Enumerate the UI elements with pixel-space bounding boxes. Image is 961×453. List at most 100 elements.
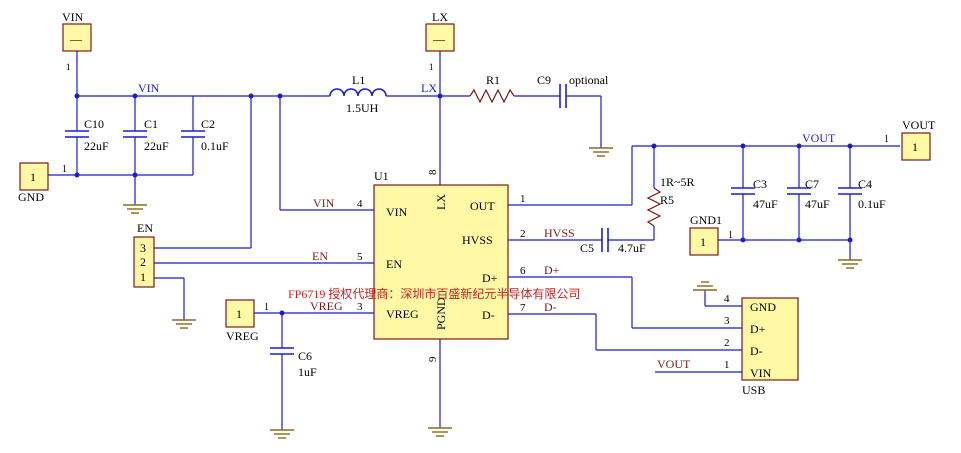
c9-value: optional [569, 73, 609, 87]
u1-pin-dp: D+ [482, 271, 498, 285]
u1-pin-vreg: VREG [386, 307, 419, 321]
c4-ref: C4 [858, 177, 872, 191]
vin-top-port-mark: — [69, 32, 83, 46]
u1-pin5-number: 5 [357, 251, 363, 263]
lx-top-port-label: LX [432, 10, 448, 24]
vin-top-port: VIN — 1 [62, 10, 92, 96]
usb-pin-gnd: GND [750, 300, 776, 314]
c5-value: 4.7uF [618, 241, 646, 255]
usb-pin2-number: 2 [724, 337, 730, 349]
resistor-r5: 1R~5R R5 [646, 146, 695, 236]
u1-pin-lx: LX [434, 194, 448, 210]
c10-value: 22uF [84, 139, 109, 153]
u1-pin4-number: 4 [357, 198, 363, 210]
vreg-port-label: VREG [226, 329, 259, 343]
vin-top-port-label: VIN [62, 10, 84, 24]
capacitor-c1: C1 22uF [123, 96, 169, 175]
u1-pin8-number: 8 [427, 169, 439, 175]
net-dplus-label: D+ [544, 263, 560, 277]
capacitor-c10: C10 22uF [65, 96, 109, 175]
c1-ref: C1 [144, 117, 158, 131]
net-vout-label: VOUT [802, 131, 836, 145]
gnd1-port-pin: 1 [728, 230, 733, 241]
u1-pin-pgnd: PGND [434, 297, 448, 330]
capacitor-c6: C6 1uF [270, 313, 317, 430]
u1-pin9-number: 9 [427, 356, 439, 362]
u1-pin-hvss: HVSS [462, 233, 493, 247]
svg-text:1: 1 [66, 62, 71, 72]
u1-pin-dm: D- [482, 308, 495, 322]
net-hvss-label: HVSS [544, 226, 575, 240]
vreg-port: 1 1 VREG [225, 299, 269, 343]
ground-symbol-icon [838, 259, 862, 269]
net-vin-u1-label: VIN [313, 196, 335, 210]
c3-value: 47uF [753, 197, 778, 211]
usb-pin-vin: VIN [750, 366, 772, 380]
gnd-port: 1 1 GND [18, 162, 67, 204]
c2-ref: C2 [201, 117, 215, 131]
gnd1-port-label: GND1 [690, 213, 722, 227]
c7-ref: C7 [805, 177, 819, 191]
ic-u1: U1 VIN EN VREG OUT HVSS D+ D- LX PGND [373, 169, 509, 340]
lx-top-port-mark: — [432, 32, 446, 46]
c1-value: 22uF [144, 139, 169, 153]
c4-value: 0.1uF [858, 197, 886, 211]
lx-top-port: LX — 1 [425, 10, 455, 185]
u1-pin3-number: 3 [357, 301, 363, 313]
u1-pin-out: OUT [470, 199, 495, 213]
c3-ref: C3 [753, 177, 767, 191]
gnd-port-label: GND [18, 190, 44, 204]
gnd-port-pin: 1 [62, 164, 67, 175]
usb-pin4-number: 4 [724, 293, 730, 305]
u1-pin6-number: 6 [520, 265, 526, 277]
capacitor-c4: C4 0.1uF [838, 146, 886, 260]
usb-pin-dplus: D+ [750, 322, 766, 336]
c9-ref: C9 [537, 73, 551, 87]
u1-ref: U1 [374, 169, 389, 183]
watermark-text: FP6719 授权代理商：深圳市百盛新纪元半导体有限公司 [288, 286, 580, 301]
net-vin-label: VIN [138, 81, 160, 95]
capacitor-c9: C9 optional [537, 73, 609, 148]
net-en-label: EN [312, 249, 328, 263]
c2-value: 0.1uF [201, 139, 229, 153]
en-header-pin1: 1 [140, 270, 146, 284]
capacitor-c5: C5 4.7uF [580, 228, 655, 255]
net-vout-usb-label: VOUT [657, 357, 691, 371]
l1-value: 1.5UH [346, 101, 379, 115]
vout-port-mark: 1 [912, 140, 918, 154]
ground-symbol-icon [123, 204, 147, 214]
gnd-port-mark: 1 [30, 170, 36, 184]
gnd1-port-mark: 1 [700, 235, 706, 249]
usb-connector: GND D+ D- VIN 4 3 2 1 USB [724, 293, 799, 397]
vout-port-label: VOUT [902, 118, 936, 132]
c6-value: 1uF [298, 365, 317, 379]
usb-pin-dminus: D- [750, 344, 763, 358]
ground-symbol-icon [693, 281, 717, 291]
svg-text:1: 1 [429, 62, 434, 72]
en-header: EN 3 2 1 [133, 221, 155, 288]
net-dminus-label: D- [544, 300, 557, 314]
r5-value: 1R~5R [660, 175, 695, 189]
ground-symbol-icon [172, 319, 196, 329]
u1-pin1-number: 1 [520, 193, 526, 205]
usb-pin1-number: 1 [724, 359, 730, 371]
vout-port: VOUT 1 1 [884, 118, 936, 161]
c5-ref: C5 [580, 241, 594, 255]
capacitor-c2: C2 0.1uF [181, 96, 229, 175]
ground-symbol-icon [428, 427, 452, 437]
usb-pin3-number: 3 [724, 315, 730, 327]
u1-pin7-number: 7 [520, 302, 526, 314]
vreg-port-mark: 1 [236, 307, 242, 321]
vout-port-pin: 1 [884, 134, 889, 145]
vreg-port-pin: 1 [264, 302, 269, 313]
inductor-l1: L1 1.5UH [329, 73, 440, 115]
net-vreg-label: VREG [310, 299, 343, 313]
u1-pin-en: EN [386, 257, 402, 271]
r5-ref: R5 [660, 193, 674, 207]
capacitor-c7: C7 47uF [787, 146, 830, 240]
en-header-ref: EN [137, 221, 153, 235]
c7-value: 47uF [805, 197, 830, 211]
r1-ref: R1 [486, 73, 500, 87]
en-header-pin3: 3 [140, 241, 146, 255]
